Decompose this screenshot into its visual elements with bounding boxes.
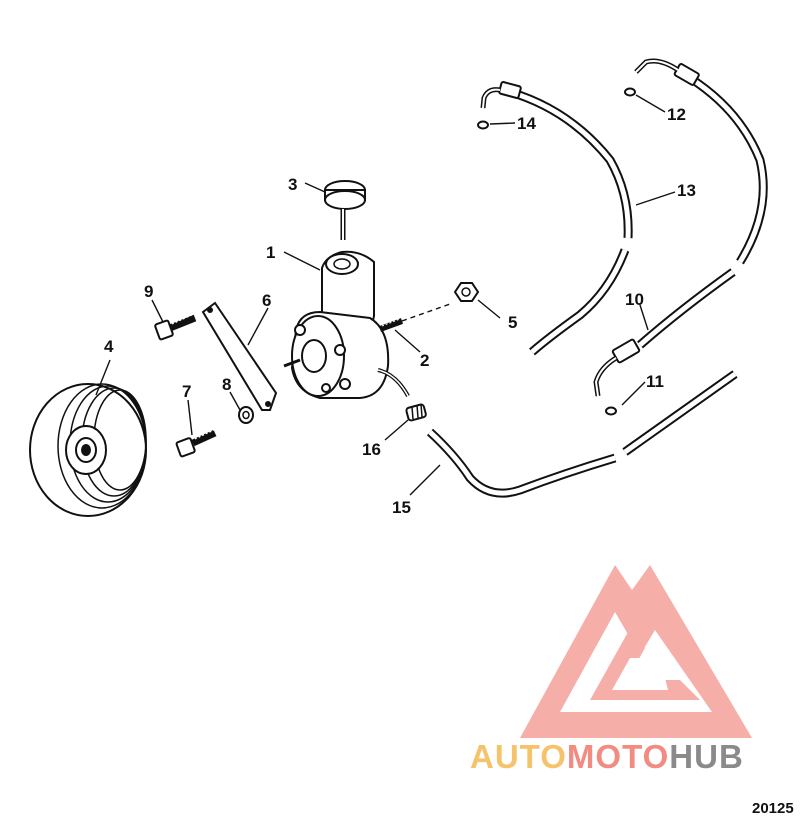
fitting-16 xyxy=(405,403,427,422)
callout-6: 6 xyxy=(262,291,271,310)
watermark-auto: AUTO xyxy=(470,738,567,775)
bracket xyxy=(201,301,278,411)
watermark-hub: HUB xyxy=(669,738,744,775)
callout-3: 3 xyxy=(288,175,297,194)
stud-2 xyxy=(378,303,451,332)
callout-5: 5 xyxy=(508,313,517,332)
bolt-9 xyxy=(154,313,197,341)
callout-11: 11 xyxy=(646,372,664,391)
reservoir-cap xyxy=(324,180,366,240)
callout-12: 12 xyxy=(667,105,686,124)
callout-13: 13 xyxy=(677,181,696,200)
callout-4: 4 xyxy=(104,337,114,356)
pulley xyxy=(29,383,147,517)
watermark-logo xyxy=(520,565,752,738)
pump-assembly xyxy=(283,250,410,399)
nut-5 xyxy=(453,282,480,302)
callout-7: 7 xyxy=(182,382,191,401)
callout-8: 8 xyxy=(222,375,231,394)
callout-1: 1 xyxy=(266,243,275,262)
callout-2: 2 xyxy=(420,351,429,370)
callout-9: 9 xyxy=(144,282,153,301)
callouts: 1 2 3 4 5 6 7 8 9 10 11 12 13 14 15 16 xyxy=(104,105,696,517)
callout-16: 16 xyxy=(362,440,381,459)
pressure-hose-13 xyxy=(477,81,633,356)
bolt-7 xyxy=(175,429,217,458)
callout-10: 10 xyxy=(625,290,644,309)
watermark-text: AUTOMOTOHUB xyxy=(470,738,744,775)
callout-15: 15 xyxy=(392,498,411,517)
figure-number: 20125 xyxy=(752,800,794,817)
callout-14: 14 xyxy=(517,114,536,133)
washer-8 xyxy=(238,406,254,424)
return-hose xyxy=(426,370,738,498)
pressure-hose-10 xyxy=(593,58,768,416)
svg-text:AUTOMOTOHUB: AUTOMOTOHUB xyxy=(470,738,744,775)
leader-lines xyxy=(95,94,676,496)
watermark-moto: MOTO xyxy=(567,738,669,775)
